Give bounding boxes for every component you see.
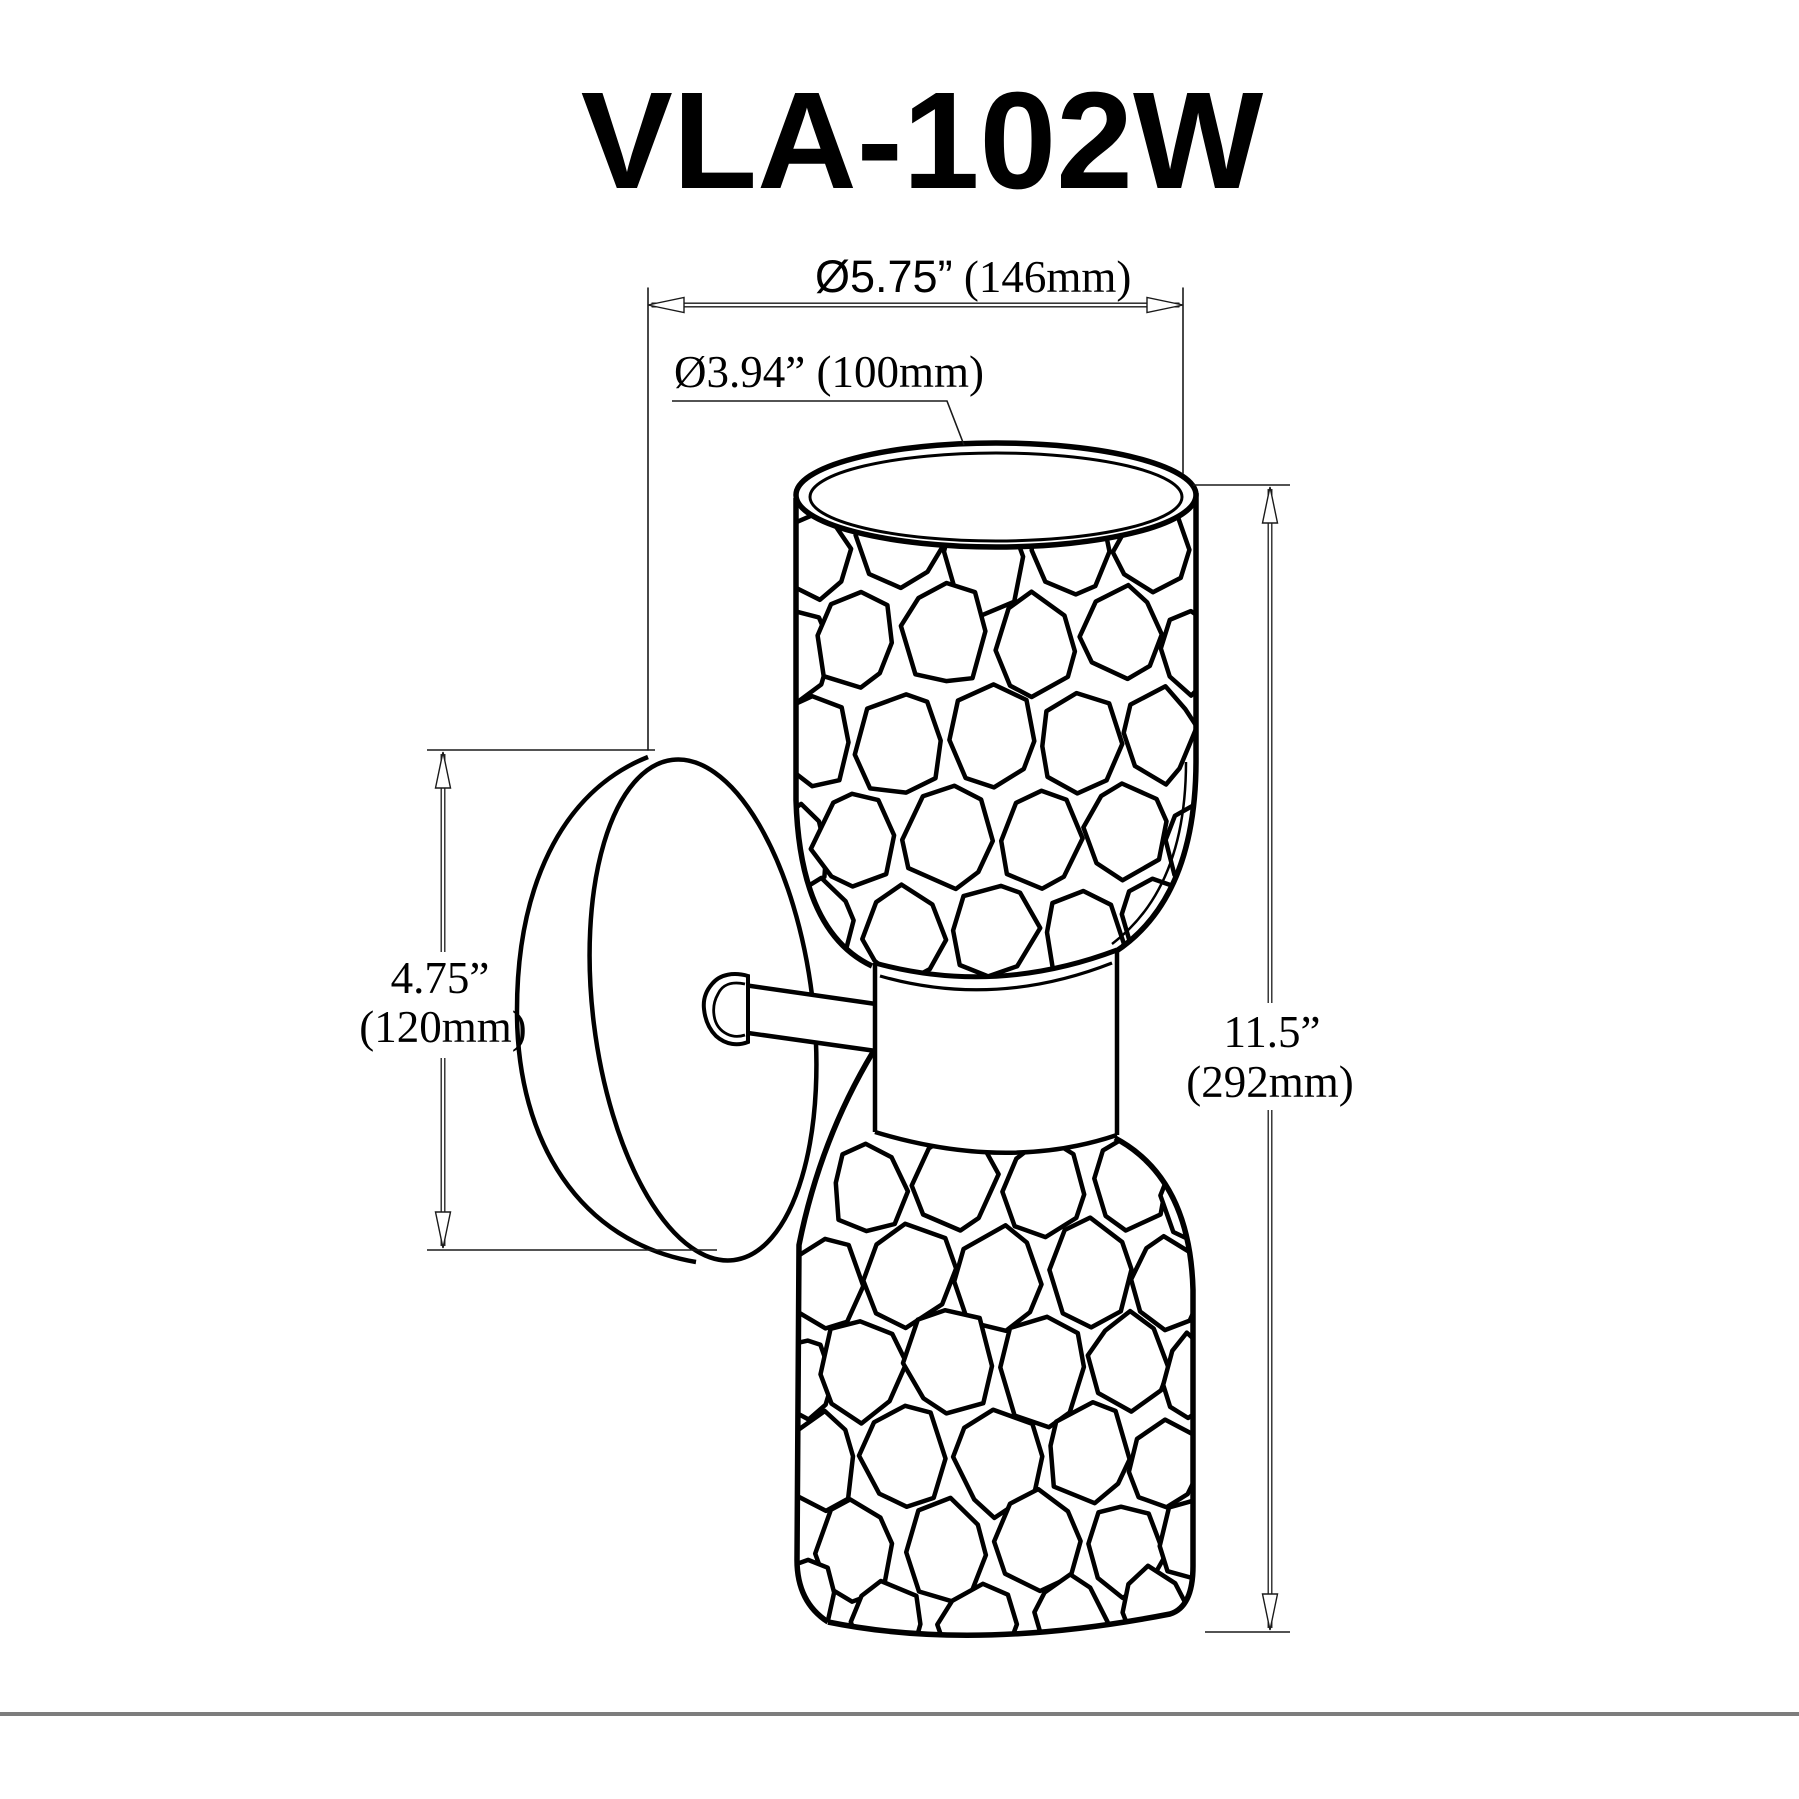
mounting-arm <box>736 981 877 1054</box>
pebble <box>1047 1215 1134 1330</box>
dim-upper-diameter: Ø5.75” (146mm) <box>647 251 1184 751</box>
pebble <box>808 791 897 889</box>
pebble <box>951 1223 1044 1334</box>
dim-overall-height: 11.5” (292mm) <box>1186 484 1354 1633</box>
pebble <box>856 1403 948 1510</box>
dim-overall-height-value: 11.5” <box>1223 1007 1320 1057</box>
pebble <box>861 1221 959 1331</box>
pebble-texture-upper <box>796 495 1197 977</box>
pebble <box>1121 684 1197 787</box>
dim-inner-diameter-value: Ø3.94” (100mm) <box>674 347 984 397</box>
dim-overall-height-metric: (292mm) <box>1186 1057 1353 1107</box>
pebble <box>1040 690 1125 796</box>
pebble <box>1085 1308 1172 1414</box>
lower-shade <box>794 1050 1196 1638</box>
pebble <box>998 1314 1087 1430</box>
dim-inner-diameter: Ø3.94” (100mm) <box>672 347 984 446</box>
pebble <box>848 1578 923 1636</box>
pebble <box>1128 1233 1193 1333</box>
dim-backplate: 4.75” (120mm) <box>359 749 717 1251</box>
pebble <box>947 682 1037 790</box>
pebble <box>1157 1499 1193 1581</box>
pebble <box>797 1236 866 1331</box>
wall-plate <box>514 754 819 1265</box>
pebble <box>1119 876 1188 966</box>
pebble <box>1126 1417 1193 1510</box>
dim-backplate-value: 4.75” <box>391 953 490 1003</box>
pebble-texture-lower <box>797 1125 1193 1636</box>
pebble <box>796 693 851 789</box>
pebble <box>833 1141 911 1234</box>
pebble <box>898 580 988 684</box>
pebble <box>815 589 895 690</box>
pebble <box>818 1319 909 1426</box>
upper-shade <box>793 440 1199 977</box>
pebble <box>950 883 1043 977</box>
pebble <box>1081 781 1169 883</box>
mounting-nut <box>701 972 750 1047</box>
pebble <box>899 783 996 892</box>
pebble <box>993 589 1078 700</box>
pebble <box>900 1307 995 1416</box>
pebble <box>797 1338 836 1422</box>
dim-upper-diameter-metric: (146mm) <box>953 252 1132 302</box>
page-title: VLA-102W <box>581 64 1264 218</box>
dim-backplate-metric: (120mm) <box>359 1002 526 1052</box>
pebble <box>935 1581 1020 1636</box>
pebble <box>1048 1399 1132 1506</box>
pebble <box>1032 1572 1111 1636</box>
dim-upper-diameter-value: Ø5.75” <box>815 251 953 302</box>
svg-text:Ø5.75” (146mm): Ø5.75” (146mm) <box>815 251 1131 302</box>
pebble <box>852 692 943 795</box>
center-cylinder <box>872 947 1120 1155</box>
pebble <box>1158 608 1197 698</box>
pebble <box>1077 582 1165 682</box>
pebble <box>998 788 1085 891</box>
